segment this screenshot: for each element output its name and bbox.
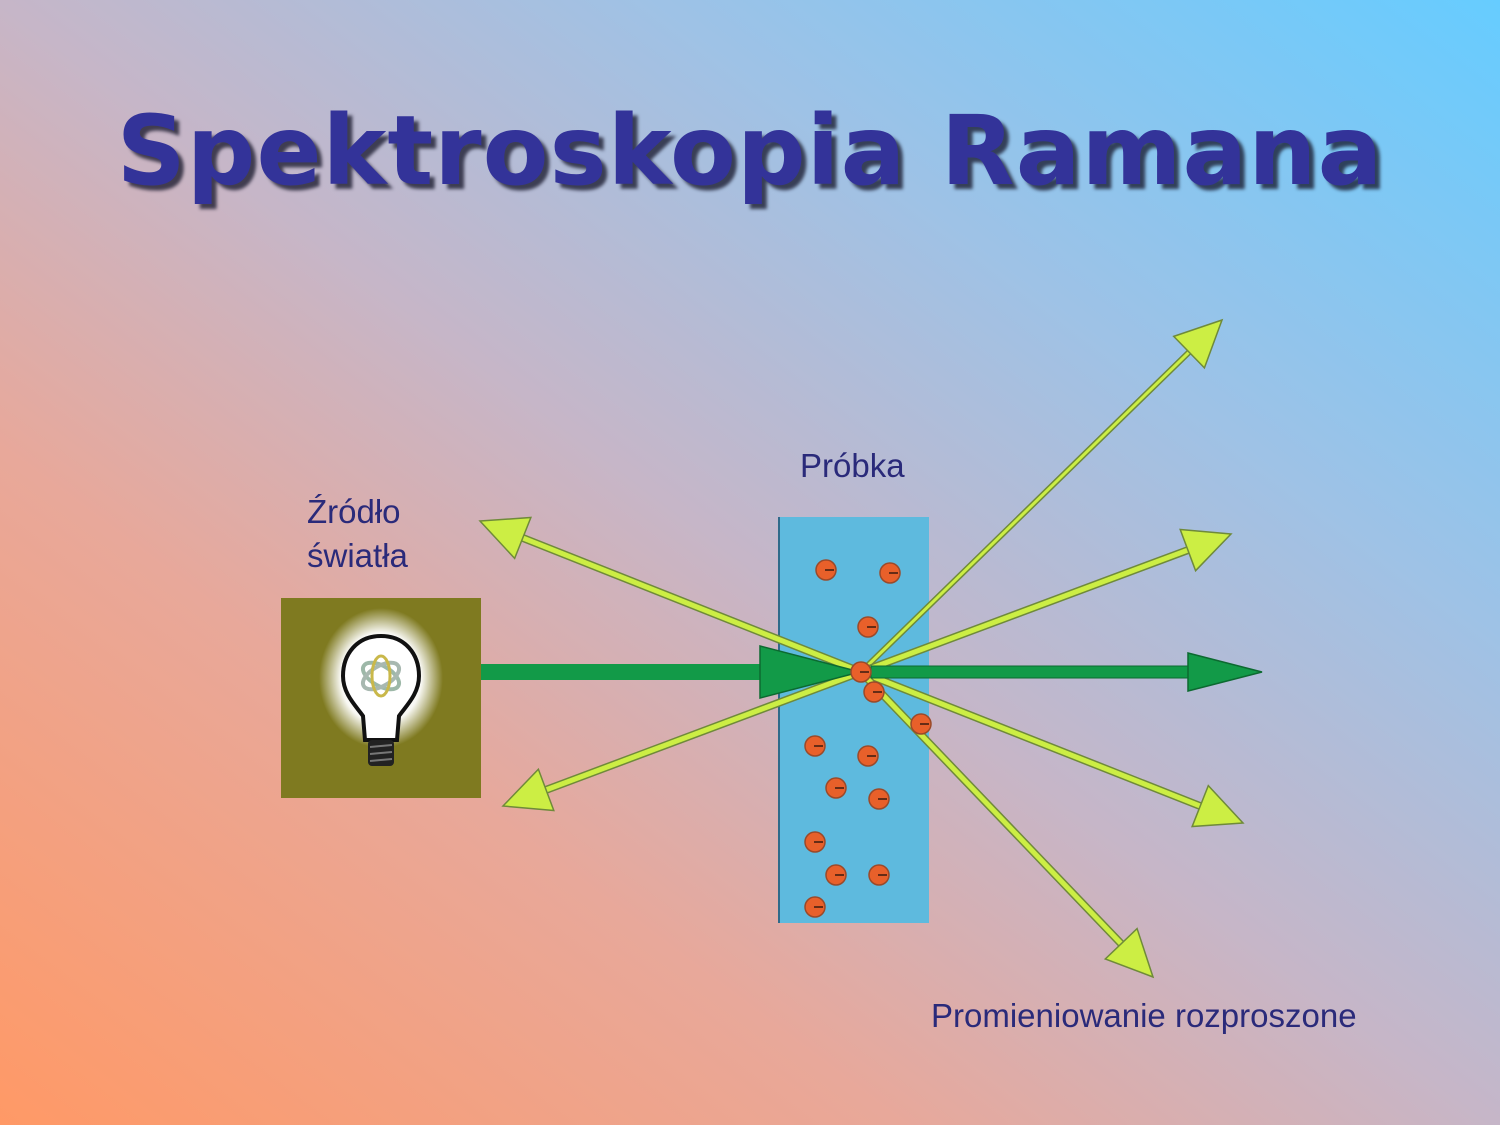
ray-shaft — [859, 351, 1191, 674]
ray-shaft — [521, 535, 862, 675]
scattered-ray-arrow — [859, 528, 1233, 676]
sample-label: Próbka — [800, 447, 905, 484]
molecule-dot — [910, 713, 932, 735]
ray-arrowhead — [478, 516, 533, 560]
ray-arrowhead — [1179, 528, 1233, 573]
sample-molecules — [804, 559, 932, 918]
molecule-dot — [804, 896, 826, 918]
molecule-dot — [857, 745, 879, 767]
incident-beam — [481, 645, 1263, 699]
ray-arrowhead — [1172, 318, 1224, 370]
molecule-dot — [868, 788, 890, 810]
ray-shaft — [860, 669, 1202, 809]
ray-arrowhead — [1103, 927, 1155, 979]
molecule-dot — [850, 661, 872, 683]
scattered-radiation-label: Promieniowanie rozproszone — [931, 997, 1357, 1034]
light-source-label: Źródło światła — [307, 490, 408, 578]
ray-arrowhead — [1190, 784, 1245, 828]
incident-beam-arrowhead — [759, 645, 863, 699]
scattered-rays — [478, 318, 1245, 979]
molecule-dot — [804, 735, 826, 757]
transmitted-beam-shaft — [870, 665, 1189, 679]
incident-beam-shaft — [481, 664, 780, 680]
scattered-ray-arrow — [858, 318, 1224, 675]
molecule-dot — [863, 681, 885, 703]
light-source-label-line1: Źródło — [307, 493, 401, 530]
ray-shaft — [859, 670, 1123, 946]
molecule-dot — [857, 616, 879, 638]
ray-shaft — [545, 669, 862, 793]
molecule-dot — [815, 559, 837, 581]
molecule-dot — [868, 864, 890, 886]
molecule-dot — [825, 777, 847, 799]
molecule-dot — [804, 831, 826, 853]
ray-arrowhead — [501, 767, 555, 812]
molecule-dot — [825, 864, 847, 886]
scattered-ray-arrow — [858, 669, 1155, 979]
light-source — [281, 598, 481, 798]
molecule-dot — [879, 562, 901, 584]
slide-title: Spektroskopia Ramana — [116, 95, 1384, 207]
scattered-ray-arrow — [501, 668, 863, 812]
ray-shaft — [860, 547, 1189, 675]
light-bulb-icon — [319, 608, 443, 766]
scattered-ray-arrow — [859, 668, 1245, 828]
scattered-ray-arrow — [478, 516, 863, 676]
transmitted-beam-arrowhead — [1187, 652, 1263, 692]
light-source-label-line2: światła — [307, 537, 408, 574]
